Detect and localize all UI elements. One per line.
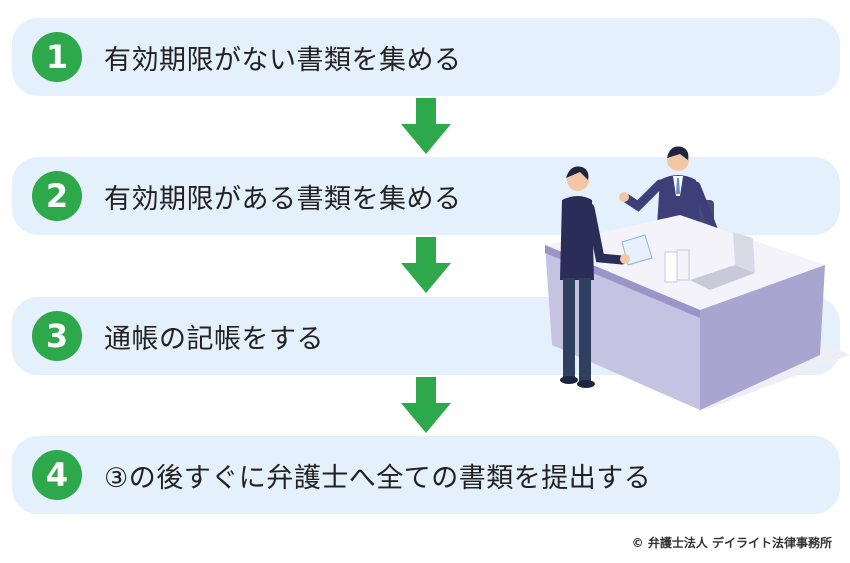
copyright-text: © 弁護士法人 デイライト法律事務所 <box>631 536 832 550</box>
step-label: 有効期限がない書類を集める <box>104 44 462 76</box>
step-label: ③の後すぐに弁護士へ全ての書類を提出する <box>104 462 652 494</box>
step-label: 通帳の記帳をする <box>104 323 324 355</box>
step-number-badge: 3 <box>32 311 82 361</box>
down-arrow-icon <box>401 237 451 293</box>
step-number-badge: 4 <box>32 450 82 500</box>
binders <box>664 249 690 283</box>
down-arrow-icon <box>401 98 451 154</box>
down-arrow-icon <box>401 377 451 433</box>
step-label: 有効期限がある書類を集める <box>104 183 462 215</box>
step-4: 4 ③の後すぐに弁護士へ全ての書類を提出する <box>12 436 840 514</box>
step-1: 1 有効期限がない書類を集める <box>12 18 840 96</box>
laptop <box>690 232 755 290</box>
step-number-badge: 2 <box>32 171 82 221</box>
step-number-badge: 1 <box>32 32 82 82</box>
consultation-illustration <box>540 146 850 410</box>
client-figure <box>560 166 630 388</box>
